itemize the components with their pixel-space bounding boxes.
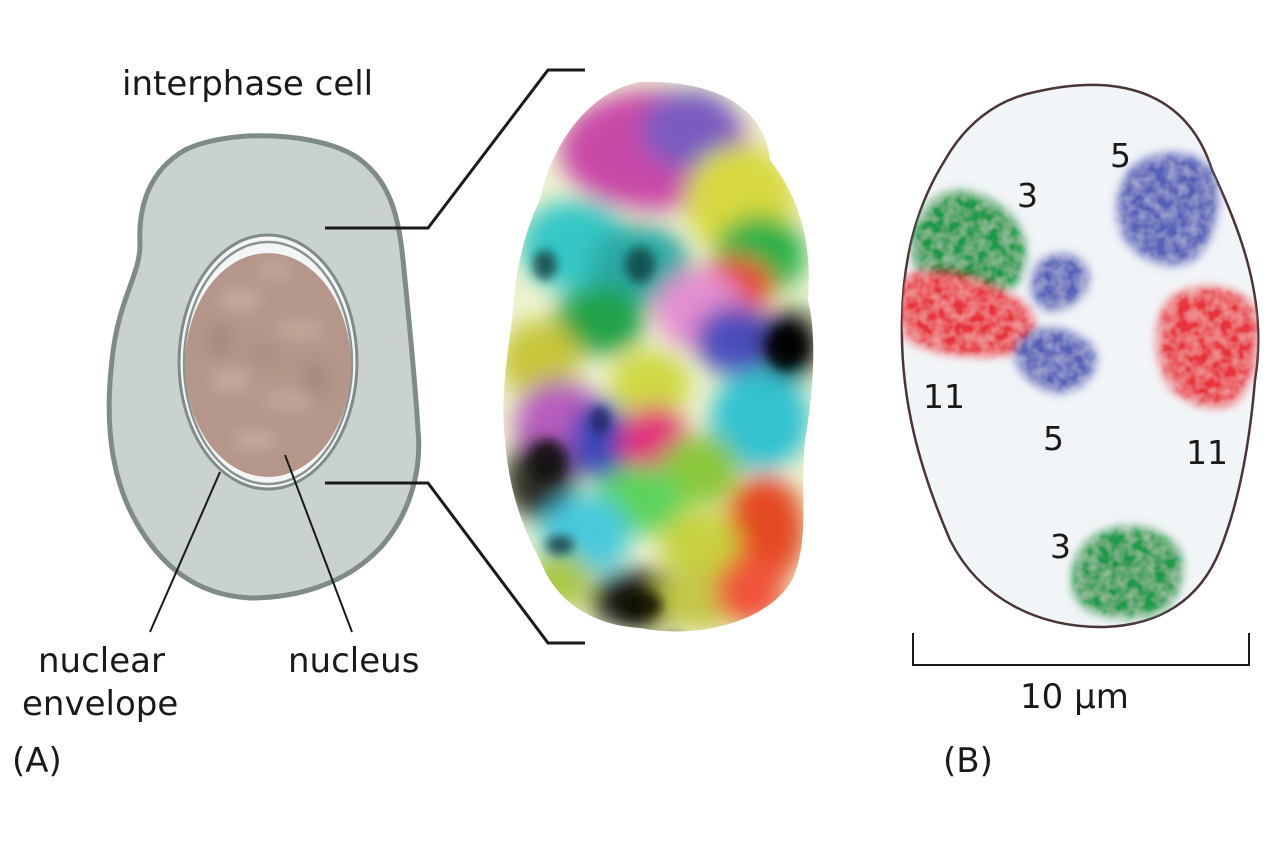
zoom-bracket	[325, 68, 585, 645]
chromosome-11-territory-right	[1157, 287, 1258, 407]
chromosome-5-territory-top	[1117, 153, 1218, 265]
chr11-label-left: 11	[923, 377, 965, 416]
chr11-label-right: 11	[1186, 433, 1228, 472]
nucleus	[185, 253, 351, 477]
nucleus-leader-line	[284, 454, 353, 633]
nucleus-label: nucleus	[288, 641, 419, 681]
nuclear-envelope-inner	[182, 240, 354, 486]
chromosome-11-territory-left	[901, 270, 1034, 356]
nuclear-envelope-label-line2: envelope	[22, 684, 178, 724]
chromosome-3-territory-bottom	[1072, 526, 1183, 618]
interphase-cell-title: interphase cell	[122, 64, 373, 104]
chromosome-5-territory-center	[1015, 254, 1096, 392]
nuclear-envelope-label-line1: nuclear	[38, 641, 165, 681]
panel-b-label: (B)	[943, 741, 993, 781]
chr3-label-top: 3	[1017, 176, 1038, 215]
panel-a: interphase cell nuclear envelope nucleus	[12, 64, 422, 781]
scale-bar	[912, 633, 1250, 666]
chromosome-painting-nucleus	[503, 81, 814, 632]
chr5-label-center: 5	[1043, 419, 1064, 458]
panel-b: 3 5 11 5 11 3 10 μm (B)	[900, 83, 1260, 781]
chr3-label-bottom: 3	[1050, 527, 1071, 566]
chromosome-3-territory-top	[911, 191, 1026, 293]
envelope-leader-line	[149, 471, 221, 633]
scale-bar-label: 10 μm	[1020, 677, 1129, 717]
panel-a-label: (A)	[12, 741, 62, 781]
chr5-label-top: 5	[1110, 136, 1131, 175]
